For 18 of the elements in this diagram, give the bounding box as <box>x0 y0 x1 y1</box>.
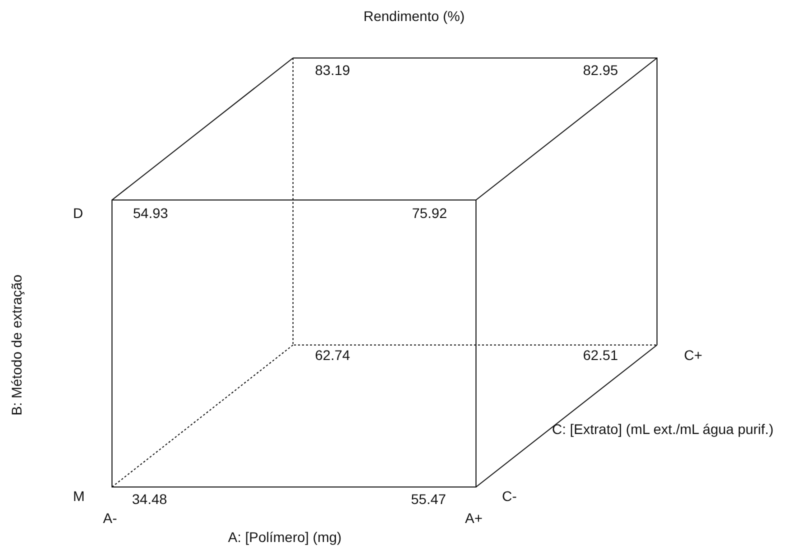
axis-label: A: [Polímero] (mg) <box>228 529 342 545</box>
corner-value: 55.47 <box>411 491 446 507</box>
corner-value: 62.51 <box>583 347 618 363</box>
axis-label: C: [Extrato] (mL ext./mL água purif.) <box>552 421 774 437</box>
level-label: C- <box>502 488 517 504</box>
level-label: D <box>73 205 84 221</box>
level-label: A+ <box>465 510 483 526</box>
level-label: C+ <box>684 347 702 363</box>
level-label: A- <box>103 510 117 526</box>
level-label: M <box>73 488 85 504</box>
corner-value: 75.92 <box>412 205 448 221</box>
axis-label: B: Método de extração <box>8 274 24 416</box>
corner-value: 34.48 <box>132 491 168 507</box>
corner-value: 54.93 <box>133 205 168 221</box>
corner-value: 62.74 <box>315 347 350 363</box>
corner-value: 82.95 <box>583 62 618 78</box>
corner-value: 83.19 <box>315 62 350 78</box>
chart-title: Rendimento (%) <box>364 8 465 24</box>
